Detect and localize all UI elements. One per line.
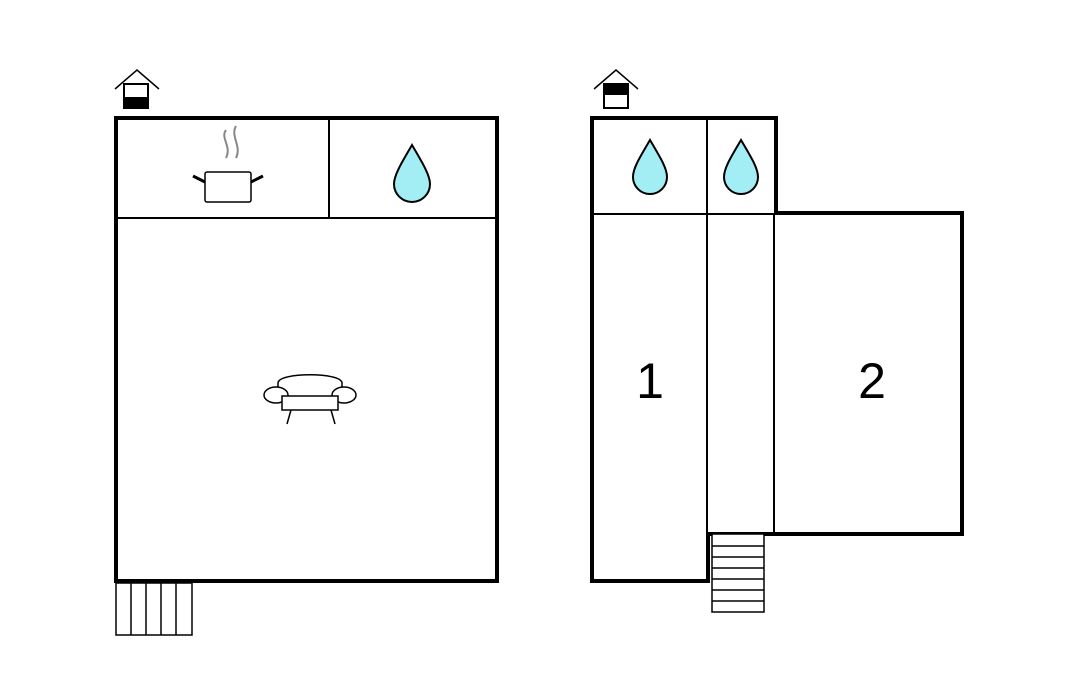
floor-left-outline [114,116,499,583]
water-drop-icon [392,143,432,203]
house-ground-floor-icon [114,69,160,109]
bedroom-2-label: 2 [858,353,886,409]
house-upper-floor-icon [593,69,639,109]
bedroom-1-label: 1 [636,353,664,409]
bathroom-2-room [722,138,760,195]
floor-left [114,69,499,636]
cooking-pot-icon [192,125,264,203]
entrance-stairs [115,582,193,636]
water-drop-icon [631,138,669,195]
floor-right-outline [590,116,964,583]
bathroom-room [392,143,432,203]
floor-right: 1 2 [590,69,964,613]
sofa-icon [263,374,357,425]
bathroom-1-room [631,138,669,195]
kitchen-room [192,125,264,203]
water-drop-icon [722,138,760,195]
stairs [711,533,765,613]
living-room [263,374,357,425]
